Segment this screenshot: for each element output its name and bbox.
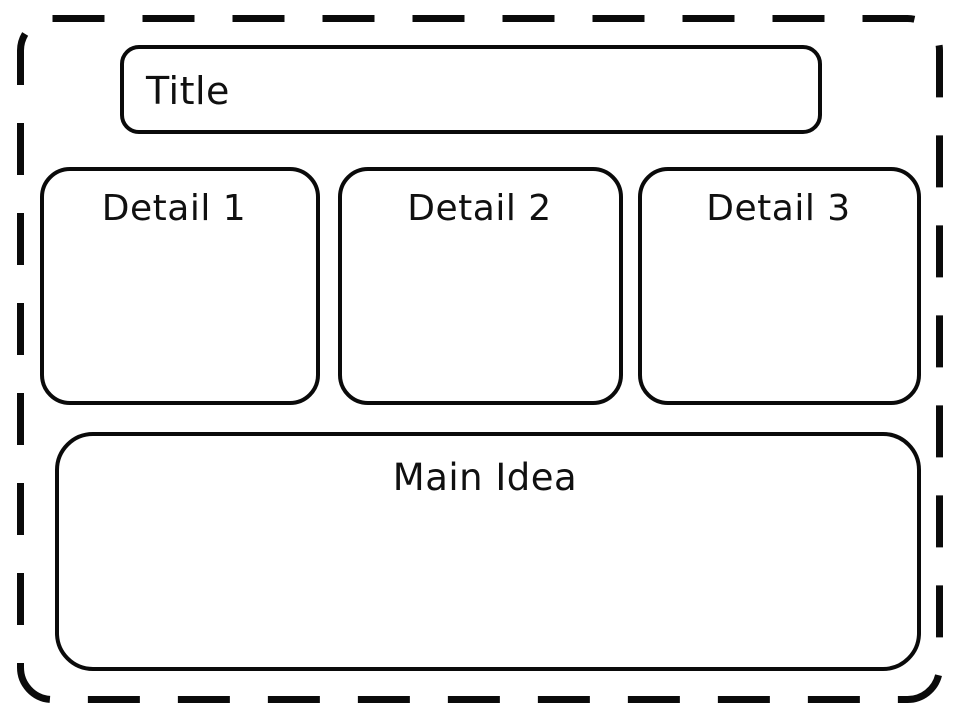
- detail-label-1: Detail 1: [101, 188, 247, 229]
- title-box[interactable]: Title: [120, 45, 822, 134]
- detail-box-1[interactable]: Detail 1: [40, 167, 320, 405]
- title-label: Title: [146, 69, 230, 113]
- detail-box-2[interactable]: Detail 2: [338, 167, 623, 405]
- main-idea-label: Main Idea: [392, 456, 578, 499]
- main-idea-box[interactable]: Main Idea: [55, 432, 921, 671]
- detail-label-3: Detail 3: [706, 188, 851, 229]
- detail-label-2: Detail 2: [407, 188, 552, 229]
- detail-box-3[interactable]: Detail 3: [638, 167, 921, 405]
